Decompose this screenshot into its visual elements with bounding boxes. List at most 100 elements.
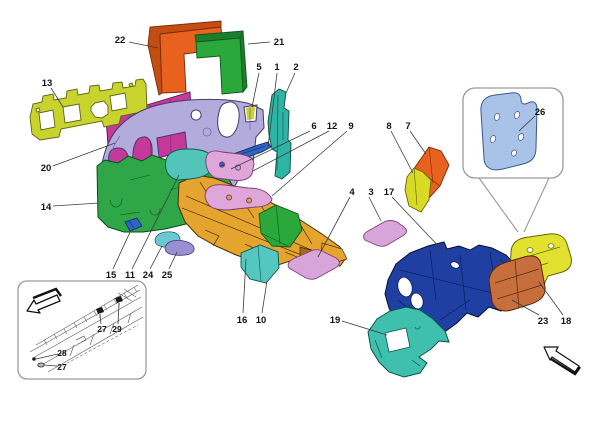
callout-number-29: 29 xyxy=(112,324,122,334)
part-3-pad xyxy=(364,221,407,247)
callout-number-22: 22 xyxy=(115,35,126,46)
leader-line xyxy=(410,131,426,154)
leader-line xyxy=(51,88,63,107)
leader-line xyxy=(268,73,277,147)
leader-line xyxy=(369,197,381,221)
part-17-hole xyxy=(450,261,461,270)
washer-27-lower xyxy=(38,363,44,367)
fastener-29 xyxy=(115,296,123,303)
inset-direction-arrow xyxy=(27,295,60,313)
part-18-hole xyxy=(548,244,554,248)
callout-number-26: 26 xyxy=(535,107,546,118)
part-2-detail xyxy=(277,95,283,170)
part-9-shape xyxy=(205,185,272,210)
part-22-mat xyxy=(148,21,223,95)
leader-line xyxy=(272,131,347,196)
callout-number-2: 2 xyxy=(293,62,298,73)
leader-line xyxy=(150,246,162,269)
arrow-down-left-icon xyxy=(27,289,61,313)
part-15-detail xyxy=(129,221,134,228)
part-10-front-wedge xyxy=(241,245,279,283)
part-25-pad xyxy=(165,240,194,255)
callout-number-27: 27 xyxy=(57,362,67,372)
view-direction-arrow xyxy=(544,347,579,372)
part-8-detail xyxy=(414,168,417,205)
callout-number-4: 4 xyxy=(349,187,355,198)
leader-line xyxy=(248,42,270,44)
part-13-heat-shield-panel xyxy=(30,79,147,140)
arrow-up-left-icon xyxy=(544,347,580,374)
part-21-face xyxy=(196,38,243,94)
tunnel-green-wedge xyxy=(259,205,302,247)
leader-line xyxy=(231,131,310,169)
inset-lineart xyxy=(30,285,143,372)
callout-number-7: 7 xyxy=(405,121,410,132)
callout-number-3: 3 xyxy=(368,187,373,198)
callout-number-14: 14 xyxy=(41,202,52,213)
leader-line xyxy=(53,143,115,166)
leader-line xyxy=(100,315,101,324)
fastener-28 xyxy=(32,357,36,361)
leader-line xyxy=(113,230,131,269)
part-26-shape xyxy=(481,93,537,170)
callout-number-27: 27 xyxy=(97,324,107,334)
leader-line xyxy=(519,116,535,131)
inset-underbody-detail xyxy=(18,281,146,379)
part-18-hole xyxy=(527,248,533,253)
part-15-clip xyxy=(125,218,142,231)
part-2-pillar-insulation xyxy=(268,89,291,179)
part-17-hole xyxy=(409,292,425,311)
part-26-holes xyxy=(489,111,524,157)
leader-line xyxy=(539,282,563,315)
leader-line xyxy=(44,365,57,366)
inset-dashed-line xyxy=(58,325,138,368)
callout-number-11: 11 xyxy=(125,270,136,281)
callout-number-16: 16 xyxy=(237,315,248,326)
part-23-rear-insulation xyxy=(489,256,545,311)
leader-line xyxy=(132,175,179,269)
detail-box-26-pointer xyxy=(479,178,549,232)
callout-number-20: 20 xyxy=(41,163,52,174)
callout-number-10: 10 xyxy=(256,315,267,326)
part-12-pink-bracket xyxy=(206,151,254,181)
part-19-detail xyxy=(375,326,420,366)
leader-line xyxy=(169,252,177,269)
part-26-hole xyxy=(513,111,520,120)
leader-line xyxy=(243,259,246,313)
leader-line xyxy=(286,73,295,93)
green-wedge-detail xyxy=(261,205,288,246)
callout-number-18: 18 xyxy=(561,316,572,327)
callout-number-25: 25 xyxy=(162,270,173,281)
part-26-hole xyxy=(489,135,496,144)
leader-line xyxy=(253,131,329,171)
callout-number-8: 8 xyxy=(386,121,391,132)
part-23-detail xyxy=(495,260,542,308)
part-17-hole xyxy=(396,276,415,299)
callout-number-9: 9 xyxy=(348,121,353,132)
part-8-rear-wedge xyxy=(405,168,431,212)
part-10-detail xyxy=(258,246,261,281)
part-12-shape xyxy=(206,151,254,181)
leader-line xyxy=(252,73,259,107)
part-4-pad xyxy=(288,250,339,280)
callout-number-5: 5 xyxy=(256,62,262,73)
fastener-27-upper xyxy=(96,307,104,314)
view-direction-arrow-edge xyxy=(551,359,580,374)
callout-number-24: 24 xyxy=(143,270,154,281)
part-19-hole xyxy=(385,328,410,352)
leader-line xyxy=(391,131,413,173)
part-19-front-underbody xyxy=(368,307,449,377)
leader-line xyxy=(318,197,350,257)
callout-number-17: 17 xyxy=(384,187,395,198)
callout-number-15: 15 xyxy=(106,270,117,281)
leader-line xyxy=(53,203,99,206)
part-26-hole xyxy=(511,149,518,157)
part-26-hole xyxy=(493,113,500,122)
part-26-hole xyxy=(517,133,524,142)
part-8-shape xyxy=(405,168,431,212)
part-2-shape xyxy=(268,89,291,179)
callout-number-1: 1 xyxy=(274,62,280,73)
